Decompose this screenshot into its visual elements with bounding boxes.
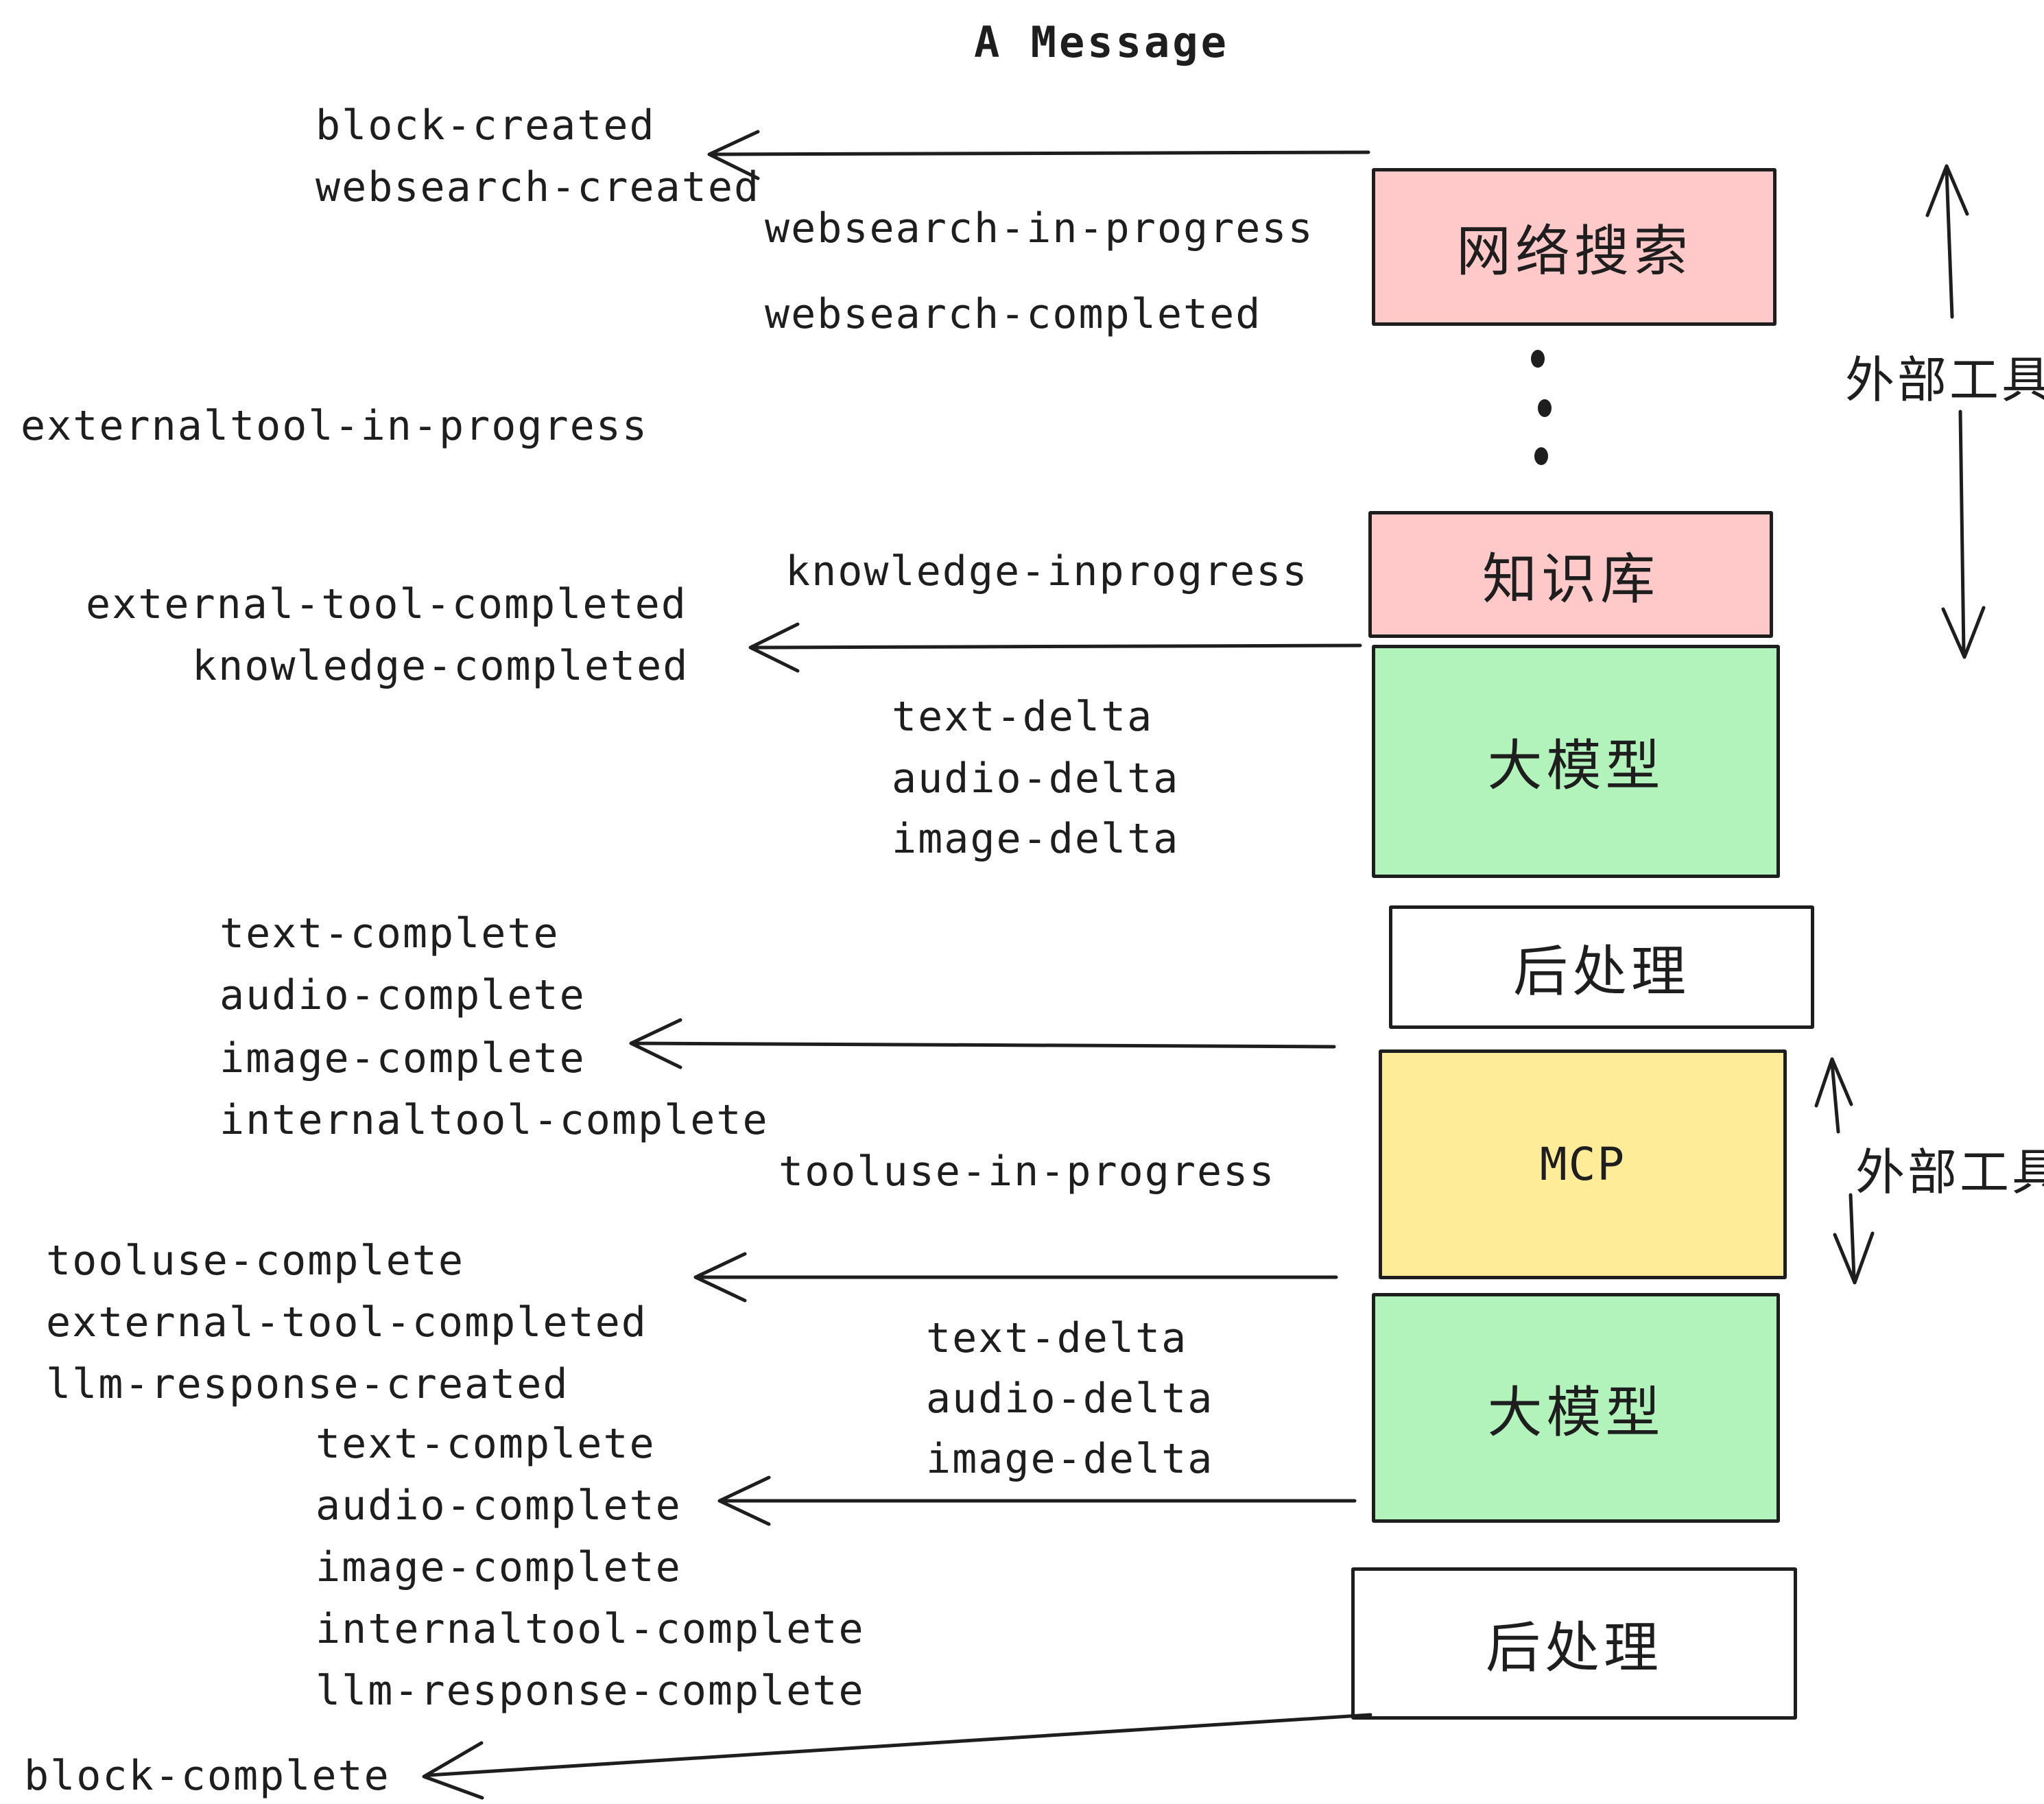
- event-knowledge-inprogress: knowledge-inprogress: [785, 547, 1309, 595]
- ellipsis-dot: [1538, 399, 1552, 417]
- ellipsis-dot: [1531, 350, 1545, 368]
- event-text-complete-2: text-complete: [316, 1420, 656, 1468]
- event-knowledge-completed: knowledge-completed: [192, 642, 689, 690]
- event-audio-complete-2: audio-complete: [316, 1482, 682, 1530]
- event-text-delta-2: text-delta: [926, 1314, 1188, 1362]
- arrow-external-tools-up-1: [1925, 164, 1969, 319]
- event-external-tool-completed-1: external-tool-completed: [86, 580, 687, 628]
- arrow-external-tools-down-1: [1941, 410, 1986, 659]
- box-postprocess-2: 后处理: [1351, 1567, 1797, 1720]
- event-websearch-completed: websearch-completed: [765, 290, 1262, 338]
- event-llm-response-complete: llm-response-complete: [316, 1667, 865, 1715]
- event-externaltool-in-progress: externaltool-in-progress: [21, 402, 648, 450]
- event-block-created: block-created: [316, 102, 656, 150]
- label-external-tools-top: 外部工具: [1845, 351, 2044, 409]
- arrow-to-websearch-created: [707, 130, 1370, 180]
- arrow-external-tools-up-2: [1814, 1057, 1853, 1134]
- box-mcp: MCP: [1379, 1049, 1787, 1279]
- event-image-delta-1: image-delta: [892, 815, 1180, 863]
- event-llm-response-created: llm-response-created: [46, 1360, 569, 1408]
- event-audio-complete-1: audio-complete: [219, 971, 586, 1019]
- event-tooluse-complete: tooluse-complete: [46, 1237, 464, 1285]
- box-llm-1: 大模型: [1372, 645, 1780, 878]
- event-audio-delta-2: audio-delta: [926, 1375, 1214, 1423]
- arrow-to-audio-complete: [717, 1475, 1357, 1526]
- event-internaltool-complete-1: internaltool-complete: [219, 1096, 769, 1144]
- arrow-external-tools-down-2: [1833, 1193, 1875, 1285]
- diagram-title: A Message: [974, 17, 1229, 67]
- event-audio-delta-1: audio-delta: [892, 755, 1180, 803]
- event-image-complete-1: image-complete: [219, 1034, 586, 1082]
- event-block-complete: block-complete: [24, 1752, 390, 1800]
- label-external-tools-mid: 外部工具: [1855, 1143, 2044, 1201]
- event-websearch-in-progress: websearch-in-progress: [765, 204, 1314, 252]
- arrow-to-external-tool-completed: [693, 1252, 1338, 1303]
- box-knowledge: 知识库: [1368, 511, 1773, 638]
- event-tooluse-in-progress: tooluse-in-progress: [779, 1148, 1276, 1196]
- event-text-delta-1: text-delta: [892, 693, 1154, 741]
- box-llm-2: 大模型: [1372, 1293, 1780, 1523]
- arrow-to-knowledge-completed: [748, 622, 1362, 673]
- box-postprocess-1: 后处理: [1389, 905, 1814, 1029]
- arrow-to-image-complete: [629, 1018, 1336, 1069]
- event-external-tool-completed-2: external-tool-completed: [46, 1298, 647, 1346]
- box-websearch: 网络搜索: [1372, 168, 1776, 326]
- ellipsis-dot: [1534, 447, 1548, 465]
- event-image-complete-2: image-complete: [316, 1543, 682, 1591]
- event-text-complete-1: text-complete: [219, 910, 560, 958]
- event-websearch-created: websearch-created: [316, 163, 761, 211]
- event-internaltool-complete-2: internaltool-complete: [316, 1605, 865, 1653]
- arrow-to-block-complete: [422, 1713, 1372, 1800]
- event-image-delta-2: image-delta: [926, 1435, 1214, 1483]
